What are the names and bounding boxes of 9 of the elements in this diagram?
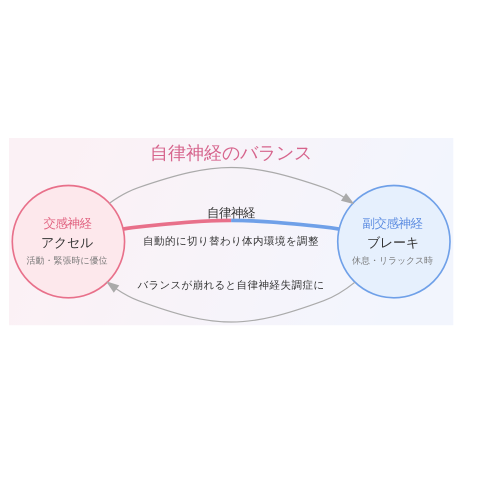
- diagram-title: 自律神経のバランス: [150, 142, 312, 164]
- node-circle: 副交感神経 ブレーキ 休息・リラックス時: [336, 184, 451, 298]
- label: 自動的に切り替わり体内環境を調整: [143, 234, 320, 247]
- label: バランスが崩れると自律神経失調症に: [138, 278, 325, 292]
- arrow: [109, 166, 354, 204]
- arrow: [106, 280, 356, 322]
- connector: [122, 218, 340, 230]
- node-circle: 交感神経 アクセル 活動・緊張時に優位: [11, 184, 126, 298]
- edge-label: 自律神経: [207, 206, 256, 220]
